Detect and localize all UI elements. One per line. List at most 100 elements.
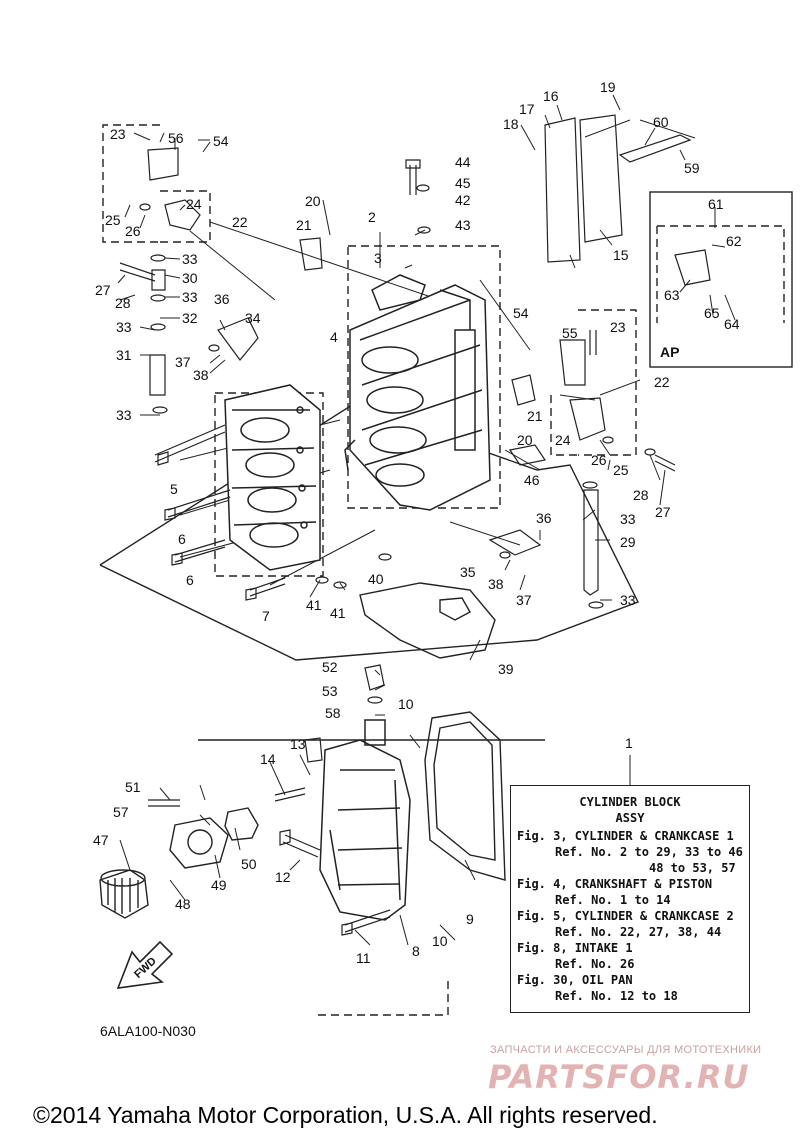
assy-subtitle: ASSY — [615, 811, 645, 825]
callout-46: 46 — [524, 472, 540, 488]
assy-reference-box: CYLINDER BLOCK ASSY Fig. 3, CYLINDER & C… — [510, 785, 750, 1013]
callout-59: 59 — [684, 160, 700, 176]
callout-56: 56 — [168, 130, 184, 146]
callout-40: 40 — [368, 571, 384, 587]
callout-57: 57 — [113, 804, 129, 820]
callout-61: 61 — [708, 196, 724, 212]
assy-line: Fig. 8, INTAKE 1 — [517, 941, 633, 955]
callout-10b: 10 — [432, 933, 448, 949]
callout-17: 17 — [519, 101, 535, 117]
callout-33c: 33 — [116, 319, 132, 335]
callout-8: 8 — [412, 943, 420, 959]
assy-line: Fig. 30, OIL PAN — [517, 973, 633, 987]
callout-16: 16 — [543, 88, 559, 104]
callout-37b: 37 — [516, 592, 532, 608]
callout-22a: 22 — [232, 214, 248, 230]
callout-30: 30 — [182, 270, 198, 286]
o-rings — [139, 184, 656, 704]
callout-37a: 37 — [175, 354, 191, 370]
assy-line: Ref. No. 1 to 14 — [555, 893, 671, 907]
callout-43: 43 — [455, 217, 471, 233]
fwd-arrow — [116, 940, 174, 989]
gasket-39 — [359, 582, 496, 659]
callout-54b: 54 — [513, 305, 529, 321]
callout-7: 7 — [262, 608, 270, 624]
callout-1: 1 — [625, 735, 633, 751]
callout-63: 63 — [664, 287, 680, 303]
callout-36a: 36 — [214, 291, 230, 307]
callout-24b: 24 — [555, 432, 571, 448]
callout-64: 64 — [724, 316, 740, 332]
callout-13: 13 — [290, 736, 306, 752]
callout-33b: 33 — [182, 289, 198, 305]
callout-65: 65 — [704, 305, 720, 321]
callout-21a: 21 — [296, 217, 312, 233]
callout-53: 53 — [322, 683, 338, 699]
callout-38b: 38 — [488, 576, 504, 592]
callout-44: 44 — [455, 154, 471, 170]
gasket-9 — [424, 711, 506, 881]
crankcase — [224, 384, 321, 571]
callout-3: 3 — [374, 250, 382, 266]
callout-48: 48 — [175, 896, 191, 912]
small-parts — [119, 114, 711, 936]
cylinder-block — [344, 274, 491, 511]
callout-38a: 38 — [193, 367, 209, 383]
ap-label: AP — [660, 344, 680, 360]
callout-33e: 33 — [620, 511, 636, 527]
callout-36b: 36 — [536, 510, 552, 526]
callout-31: 31 — [116, 347, 132, 363]
figure-code: 6ALA100-N030 — [100, 1023, 196, 1039]
assy-line: Fig. 4, CRANKSHAFT & PISTON — [517, 877, 713, 891]
callout-50: 50 — [241, 856, 257, 872]
callout-5: 5 — [170, 481, 178, 497]
callout-35: 35 — [460, 564, 476, 580]
callout-42: 42 — [455, 192, 471, 208]
callout-39: 39 — [498, 661, 514, 677]
callout-25a: 25 — [105, 212, 121, 228]
callout-49: 49 — [211, 877, 227, 893]
callout-26a: 26 — [125, 223, 141, 239]
callout-41a: 41 — [306, 597, 322, 613]
callout-62: 62 — [726, 233, 742, 249]
callout-6a: 6 — [178, 531, 186, 547]
callout-32: 32 — [182, 310, 198, 326]
callout-33d: 33 — [116, 407, 132, 423]
callout-15: 15 — [613, 247, 629, 263]
callout-52: 52 — [322, 659, 338, 675]
assy-line: Ref. No. 22, 27, 38, 44 — [555, 925, 722, 939]
copyright-notice: ©2014 Yamaha Motor Corporation, U.S.A. A… — [33, 1102, 658, 1128]
callout-55: 55 — [562, 325, 578, 341]
callout-54a: 54 — [213, 133, 229, 149]
callout-28a: 28 — [115, 295, 131, 311]
watermark-logo: PARTSFOR.RU — [488, 1058, 750, 1096]
callout-27a: 27 — [95, 282, 111, 298]
gasket-50 — [224, 807, 259, 841]
callout-20b: 20 — [517, 432, 533, 448]
callout-12: 12 — [275, 869, 291, 885]
callout-25b: 25 — [613, 462, 629, 478]
callout-28b: 28 — [633, 487, 649, 503]
callout-41b: 41 — [330, 605, 346, 621]
dashed-group-boxes — [102, 124, 785, 1016]
callout-47: 47 — [93, 832, 109, 848]
callout-33f: 33 — [620, 592, 636, 608]
callout-34: 34 — [245, 310, 261, 326]
callout-22b: 22 — [654, 374, 670, 390]
callout-58: 58 — [325, 705, 341, 721]
assy-line: Fig. 5, CYLINDER & CRANKCASE 2 — [517, 909, 734, 923]
callout-14: 14 — [260, 751, 276, 767]
callout-23a: 23 — [110, 126, 126, 142]
callout-26b: 26 — [591, 452, 607, 468]
assy-line: Fig. 3, CYLINDER & CRANKCASE 1 — [517, 829, 734, 843]
callout-10a: 10 — [398, 696, 414, 712]
assy-line: Ref. No. 2 to 29, 33 to 46 — [555, 845, 743, 859]
callout-20a: 20 — [305, 193, 321, 209]
assy-line: Ref. No. 12 to 18 — [555, 989, 678, 1003]
oil-pan-cover — [319, 719, 411, 921]
callout-4: 4 — [330, 329, 338, 345]
callout-21b: 21 — [527, 408, 543, 424]
assy-line: Ref. No. 26 — [555, 957, 635, 971]
callout-45: 45 — [455, 175, 471, 191]
